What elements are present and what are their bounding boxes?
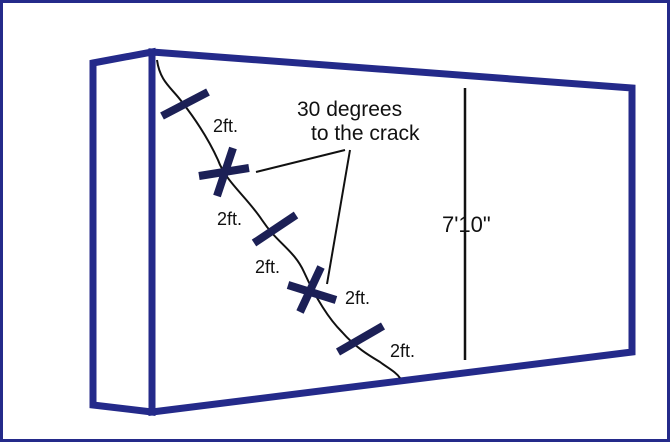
staple-2-cross <box>213 146 237 198</box>
callout-pointer-2 <box>326 149 351 285</box>
height-label: 7'10" <box>442 212 491 237</box>
staple-4-cross <box>296 265 325 314</box>
spacing-label-2: 2ft. <box>217 209 242 229</box>
wall-side-face <box>89 47 156 416</box>
staples <box>160 88 386 356</box>
staple-1 <box>160 88 210 120</box>
callout-pointer-1 <box>255 149 346 173</box>
spacing-label-1: 2ft. <box>213 116 238 136</box>
callout-line-2: to the crack <box>311 122 420 145</box>
wall-panel <box>89 47 636 416</box>
callout-pointers <box>255 149 351 285</box>
staple-5 <box>335 322 386 356</box>
callout-line-1: 30 degrees <box>297 98 402 121</box>
spacing-label-3: 2ft. <box>255 257 280 277</box>
crack-line <box>156 59 401 379</box>
spacing-label-4: 2ft. <box>345 288 370 308</box>
spacing-label-5: 2ft. <box>390 341 415 361</box>
staple-3 <box>251 211 299 247</box>
